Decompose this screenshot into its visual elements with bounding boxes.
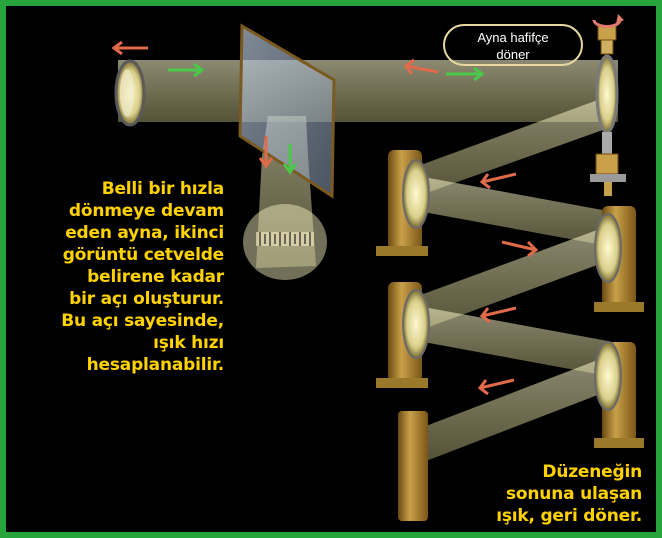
caption-line: Bu açı sayesinde, (61, 311, 224, 331)
light-speed-apparatus-diagram (111, 14, 644, 521)
arrow-returning-top-left-icon (111, 40, 148, 56)
left-caption: Belli bir hızla dönmeye devam eden ayna,… (26, 178, 224, 376)
caption-line: ışık, geri döner. (496, 506, 642, 526)
bottom-caption: Düzeneğin sonuna ulaşan ışık, geri döner… (422, 461, 642, 527)
mirror-stand-right-1 (594, 206, 644, 312)
zigzag-beam-5 (426, 356, 608, 461)
caption-line: görüntü cetvelde (62, 245, 224, 265)
zigzag-beam-2 (418, 176, 608, 246)
end-mirror-stand (398, 411, 428, 521)
caption-line: belirene kadar (87, 267, 224, 287)
arrow-zigzag-2-icon (501, 240, 539, 258)
caption-line: sonuna ulaşan (506, 484, 642, 504)
caption-line: Belli bir hızla (101, 179, 225, 199)
arrow-zigzag-3-icon (479, 306, 517, 324)
mirror-stand-right-2 (594, 341, 644, 448)
mirror-stand-left-1 (376, 150, 430, 256)
zigzag-beam-4 (418, 306, 608, 376)
arrow-outgoing-mid-icon (446, 66, 485, 82)
caption-line: eden ayna, ikinci (65, 223, 224, 243)
mirror-stand-left-2 (376, 282, 430, 388)
zigzag-beam-1 (418, 94, 614, 196)
caption-line: dönmeye devam (68, 201, 224, 221)
left-lens (114, 59, 146, 127)
callout-line: Ayna hafifçe (477, 30, 549, 45)
zigzag-beam-3 (418, 226, 608, 331)
measuring-ruler (256, 232, 314, 246)
arrow-zigzag-4-icon (477, 378, 515, 396)
glass-plate (238, 23, 336, 199)
arrow-zigzag-1-icon (479, 172, 517, 190)
rotation-callout: Ayna hafifçe döner (443, 24, 583, 66)
arrow-down-green-icon (282, 144, 298, 175)
rotation-arrow-icon (592, 14, 624, 28)
caption-line: Düzeneğin (542, 462, 642, 482)
arrow-returning-mid-icon (403, 58, 439, 75)
caption-line: hesaplanabilir. (86, 355, 225, 375)
caption-line: bir açı oluşturur. (69, 289, 224, 309)
arrow-down-red-icon (258, 136, 274, 169)
caption-line: ışık hızı (153, 333, 224, 353)
callout-line: döner (496, 47, 530, 62)
arrow-outgoing-near-lens-icon (168, 62, 205, 78)
rotating-mirror (590, 25, 626, 196)
